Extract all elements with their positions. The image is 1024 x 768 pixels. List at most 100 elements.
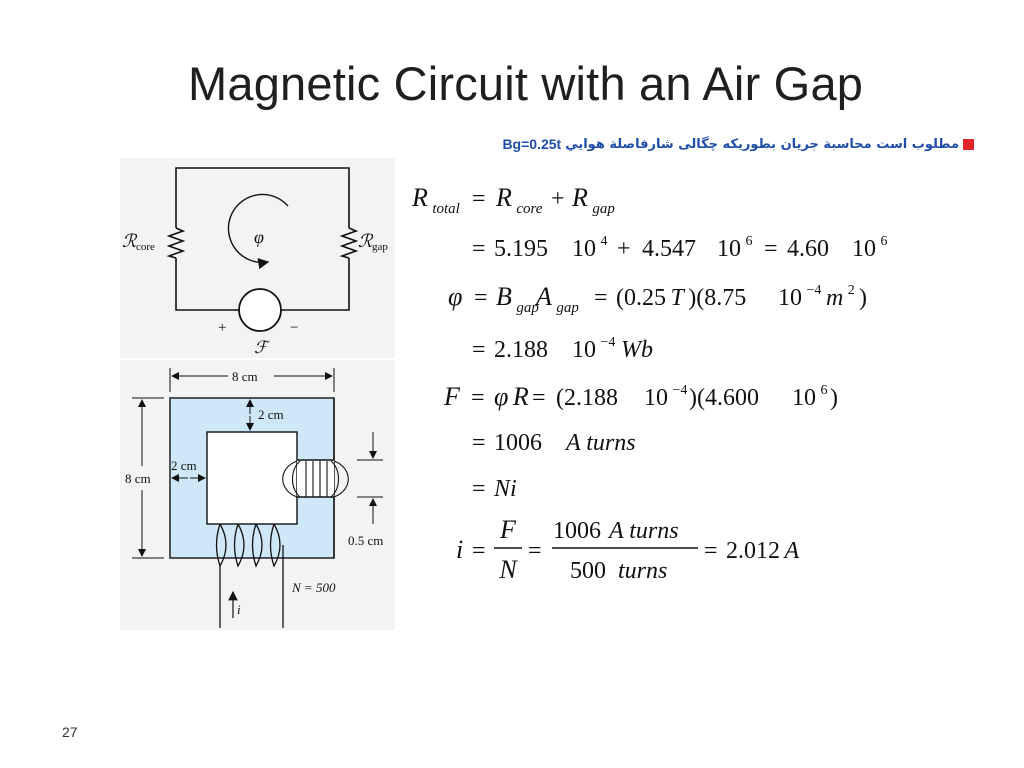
eq3-close1: )(8.75 [688, 285, 746, 311]
eq1-rcore: R [495, 183, 512, 212]
fringe-left-inner [291, 460, 301, 498]
eq1-rgap: R [571, 183, 588, 212]
eq-current: i = F N = 1006 A turns 500 turns = 2.012… [456, 515, 799, 584]
eq8-den2-unit: turns [618, 558, 667, 584]
fringing-field-lines [282, 460, 349, 498]
slide-title: Magnetic Circuit with an Air Gap [188, 57, 864, 110]
dim-gap-label: 0.5 cm [348, 533, 383, 548]
eq-flux: φ = B gap A gap = (0.25 T )(8.75 10 −4 m… [448, 281, 867, 316]
eq2-equals2: = [764, 236, 778, 262]
eq3-m: m [826, 285, 843, 311]
eq1-lhs: R [411, 183, 428, 212]
problem-condition: Bg=0.25t [502, 136, 562, 152]
eq3-equals2: = [594, 285, 608, 311]
coil-winding [215, 523, 284, 628]
eq8-num2: 1006 A turns [553, 518, 679, 544]
eq8-den: N [498, 555, 518, 584]
eq6-val: 1006 [494, 430, 542, 456]
problem-statement-text: مطلوب است محاسبة جريان بطوريكه چگالی شار… [565, 136, 959, 152]
eq-mmf: F = φ R = (2.188 10 −4 )(4.600 10 6 ) [443, 381, 838, 411]
core-window [206, 431, 298, 525]
resistor-gap [339, 227, 359, 259]
mmf-source [238, 288, 282, 332]
eq1-equals: = [472, 186, 486, 212]
eq8-equals: = [472, 538, 486, 564]
eq2-equals: = [472, 236, 486, 262]
eq5-ten1-exp: −4 [672, 383, 687, 398]
eq8-result: 2.012 A [726, 538, 799, 564]
page-number: 27 [62, 724, 78, 740]
circuit-bottom-left-wire [175, 258, 239, 311]
minus-label: − [290, 320, 298, 336]
flux-arrow-icon [227, 193, 289, 270]
eq2-plus: + [617, 236, 631, 262]
eq5-phi: φ [494, 382, 508, 411]
eq-flux-value: = 2.188 10 −4 Wb [472, 333, 653, 363]
eq3-ten: 10 [778, 285, 802, 311]
turns-label: N = 500 [291, 580, 336, 595]
eq8-num: F [499, 515, 517, 544]
eq6-unit: A turns [564, 430, 636, 456]
eq3-open1: (0.25 [616, 285, 666, 311]
eq-reluctance-values: = 5.195 10 4 + 4.547 10 6 = 4.60 10 6 [472, 232, 887, 262]
eq3-equals: = [474, 285, 488, 311]
mmf-label: ℱ [254, 338, 271, 357]
eq5-ten1: 10 [644, 385, 668, 411]
equations: R total = R core + R gap = 5.195 10 4 + … [411, 183, 887, 584]
circuit-bottom-right-wire [281, 258, 350, 311]
coil-turn-2 [233, 523, 245, 568]
eq7-val: Ni [493, 476, 517, 502]
r-gap-sub: gap [372, 241, 388, 253]
dim-height-label: 8 cm [125, 471, 151, 486]
eq8-num2-unit: A turns [607, 518, 679, 544]
eq3-a: A [534, 282, 552, 311]
plus-label: + [218, 320, 226, 336]
eq6-equals: = [472, 430, 486, 456]
eq-mmf-value: = 1006 A turns [472, 430, 636, 456]
bullet-marker [963, 138, 974, 150]
dim-width-label: 8 cm [232, 369, 258, 384]
equivalent-circuit: ℛ core ℛ gap φ + − ℱ [120, 158, 395, 358]
resistor-core [166, 227, 186, 259]
eq8-result-unit: A [782, 538, 799, 564]
eq2-b: 10 [572, 236, 596, 262]
eq-ni: = Ni [472, 476, 517, 502]
eq5-r: R [512, 382, 529, 411]
current-label: i [237, 602, 241, 617]
eq5-ten2: 10 [792, 385, 816, 411]
fringe-right-outer [333, 460, 349, 498]
air-gap [297, 460, 334, 497]
eq7-equals: = [472, 476, 486, 502]
dim-thick-top-label: 2 cm [258, 407, 284, 422]
magnetic-core-diagram: i N = 500 8 cm 8 cm 2 cm 2 cm 0.5 cm [120, 360, 395, 630]
eq2-f: 10 [852, 236, 876, 262]
eq5-p1: (2.188 [556, 385, 618, 411]
r-core-sub: core [136, 241, 155, 253]
coil-turn-3 [251, 523, 263, 568]
eq4-ten-exp: −4 [600, 335, 615, 350]
eq8-equals3: = [704, 538, 718, 564]
eq5-equals2: = [532, 385, 546, 411]
eq3-tesla: T [670, 285, 685, 311]
circuit-top-wire [175, 167, 350, 228]
eq3-a-sub: gap [556, 300, 579, 316]
eq5-ten2-exp: 6 [820, 383, 827, 398]
eq2-d-exp: 6 [745, 234, 752, 249]
fringe-right-inner [330, 460, 340, 498]
eq2-f-exp: 6 [880, 234, 887, 249]
eq8-equals2: = [528, 538, 542, 564]
eq-reluctance-total: R total = R core + R gap [411, 183, 615, 217]
eq4-ten: 10 [572, 337, 596, 363]
r-core-symbol: ℛ [122, 231, 138, 251]
coil-turn-4 [269, 523, 281, 568]
eq2-d: 10 [717, 236, 741, 262]
eq2-b-exp: 4 [600, 234, 607, 249]
r-gap-symbol: ℛ [358, 231, 374, 251]
eq5-p3: ) [830, 385, 838, 411]
eq8-den2: 500 turns [570, 558, 667, 584]
eq5-equals: = [471, 385, 485, 411]
eq3-ten-exp: −4 [806, 283, 821, 298]
eq8-result-val: 2.012 [726, 538, 780, 564]
eq4-unit: Wb [621, 337, 653, 363]
eq1-rcore-sub: core [516, 201, 542, 217]
